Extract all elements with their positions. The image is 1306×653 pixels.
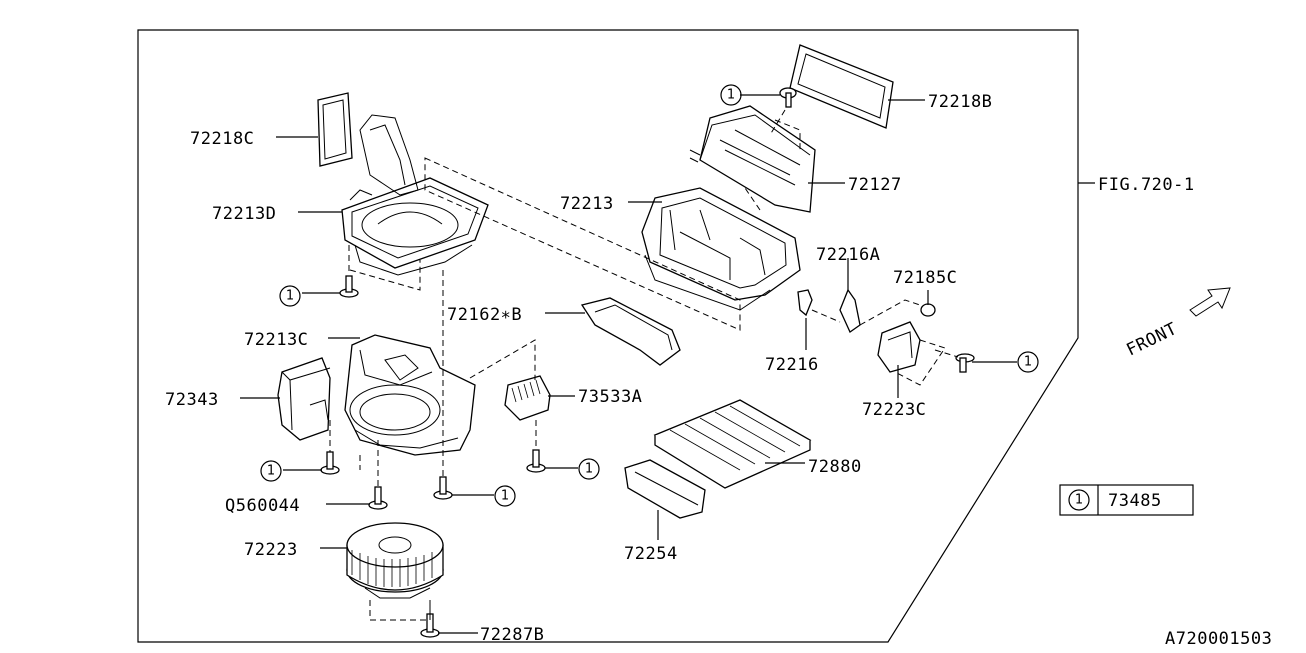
screw-72343[interactable] <box>320 451 340 475</box>
callout-72218B[interactable]: 72218B <box>928 92 992 112</box>
circle-marker-72213D-screw: 1 <box>279 285 301 307</box>
front-label: FRONT <box>1123 319 1180 361</box>
part-72223C[interactable] <box>877 321 921 373</box>
leader-lines <box>240 94 1095 634</box>
svg-text:1: 1 <box>286 289 294 304</box>
part-72185C[interactable] <box>920 303 936 317</box>
circle-marker-72223C-screw: 1 <box>1017 351 1039 373</box>
callout-72343[interactable]: 72343 <box>165 390 219 410</box>
drawing-id: A720001503 <box>1165 629 1272 649</box>
svg-text:1: 1 <box>267 464 275 479</box>
callout-72213C[interactable]: 72213C <box>244 330 308 350</box>
callout-72127[interactable]: 72127 <box>848 175 902 195</box>
circle-marker-72213C-screw: 1 <box>494 485 516 507</box>
legend-box: 1 73485 <box>1059 484 1194 516</box>
callout-72216A[interactable]: 72216A <box>816 245 880 265</box>
legend-part-number[interactable]: 73485 <box>1108 491 1162 511</box>
callout-72223C[interactable]: 72223C <box>862 400 926 420</box>
callout-72162-B[interactable]: 72162∗B <box>447 305 522 325</box>
part-72223[interactable] <box>346 522 444 599</box>
screw-72213D[interactable] <box>339 275 359 298</box>
circle-marker-72127-screw: 1 <box>720 84 742 106</box>
part-72216[interactable] <box>797 289 813 317</box>
screw-72213C[interactable] <box>433 476 453 500</box>
callout-72213D[interactable]: 72213D <box>212 204 276 224</box>
part-72218B[interactable] <box>789 44 894 129</box>
callout-72287B[interactable]: 72287B <box>480 625 544 645</box>
callout-72213[interactable]: 72213 <box>560 194 614 214</box>
part-72880[interactable] <box>653 399 812 489</box>
part-72213[interactable] <box>641 187 801 311</box>
assembly-outline <box>137 29 1079 643</box>
assembly-lines <box>329 109 959 621</box>
svg-text:1: 1 <box>1024 355 1032 370</box>
part-72162-B[interactable] <box>580 297 681 366</box>
part-72213D[interactable] <box>341 114 489 276</box>
part-72218C[interactable] <box>317 92 353 167</box>
part-72213C[interactable] <box>344 334 476 456</box>
circle-marker-73533A-screw: 1 <box>578 458 600 480</box>
part-72216A[interactable] <box>839 288 861 333</box>
callout-73533A[interactable]: 73533A <box>578 387 642 407</box>
callout-72218C[interactable]: 72218C <box>190 129 254 149</box>
part-72254[interactable] <box>624 459 706 519</box>
circle-marker-72343-screw: 1 <box>260 460 282 482</box>
callout-72254[interactable]: 72254 <box>624 544 678 564</box>
part-72343[interactable] <box>277 357 331 441</box>
part-73533A[interactable] <box>504 375 551 421</box>
callout-72185C[interactable]: 72185C <box>893 268 957 288</box>
legend-circle-number: 1 <box>1075 493 1083 508</box>
svg-text:1: 1 <box>727 88 735 103</box>
part-72127[interactable] <box>689 105 816 213</box>
front-arrow: FRONT <box>1123 287 1231 361</box>
screw-72223C[interactable] <box>955 353 975 373</box>
callout-Q560044[interactable]: Q560044 <box>225 496 300 516</box>
screw-73533A[interactable] <box>526 449 546 473</box>
figure-reference[interactable]: FIG.720-1 <box>1098 175 1195 195</box>
callout-72880[interactable]: 72880 <box>808 457 862 477</box>
svg-text:1: 1 <box>585 462 593 477</box>
screw-72127[interactable] <box>779 87 797 108</box>
callout-72216[interactable]: 72216 <box>765 355 819 375</box>
svg-text:1: 1 <box>501 489 509 504</box>
screw-Q560044[interactable] <box>368 486 388 510</box>
callout-72223[interactable]: 72223 <box>244 540 298 560</box>
